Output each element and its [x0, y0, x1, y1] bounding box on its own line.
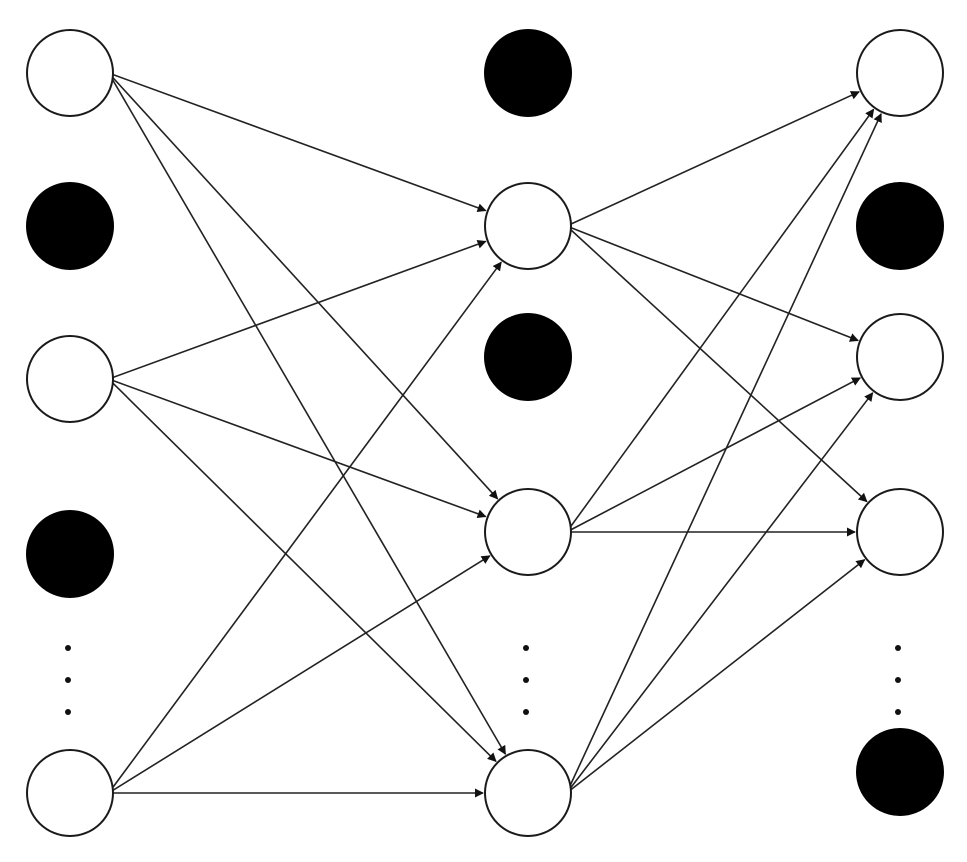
ellipsis-dot [895, 677, 901, 683]
edge-hidden-6-to-output-4 [566, 559, 866, 794]
edge-input-6-to-hidden-2 [108, 261, 502, 794]
edge-hidden-2-to-output-1 [566, 91, 860, 227]
edge-input-3-to-hidden-2 [108, 239, 487, 380]
output-ellipsis [895, 645, 901, 715]
ellipsis-dot [523, 709, 529, 715]
edge-hidden-4-to-output-1 [566, 108, 875, 533]
input-node-6-active [26, 749, 114, 837]
hidden-node-3-dropped [484, 313, 572, 401]
nodes-group [26, 29, 944, 837]
output-node-4-active [856, 488, 944, 576]
ellipsis-dot [65, 645, 71, 651]
ellipsis-dot [65, 677, 71, 683]
output-node-6-dropped [856, 728, 944, 816]
connections-group [108, 72, 882, 798]
edge-hidden-4-to-output-3 [566, 377, 861, 533]
edge-input-6-to-hidden-4 [108, 555, 491, 794]
output-node-1-active [856, 29, 944, 117]
output-node-2-dropped [856, 182, 944, 270]
input-ellipsis [65, 645, 71, 715]
hidden-node-6-active [484, 749, 572, 837]
input-node-3-active [26, 335, 114, 423]
ellipsis-dot [895, 645, 901, 651]
input-node-2-dropped [26, 182, 114, 270]
edge-input-3-to-hidden-4 [108, 378, 487, 519]
hidden-node-4-active [484, 488, 572, 576]
edge-hidden-2-to-output-4 [566, 225, 868, 503]
edge-input-1-to-hidden-4 [108, 72, 499, 500]
ellipsis-dot [65, 709, 71, 715]
ellipsis-dot [523, 677, 529, 683]
input-node-4-dropped [26, 510, 114, 598]
edge-input-1-to-hidden-6 [108, 72, 507, 755]
edge-input-1-to-hidden-2 [108, 72, 487, 213]
edge-hidden-6-to-output-3 [566, 392, 874, 794]
hidden-ellipsis [523, 645, 529, 715]
edge-hidden-2-to-output-3 [566, 225, 859, 342]
hidden-node-2-active [484, 182, 572, 270]
input-node-1-active [26, 29, 114, 117]
ellipsis-dot [523, 645, 529, 651]
hidden-node-1-dropped [484, 29, 572, 117]
output-node-3-active [856, 313, 944, 401]
edge-hidden-6-to-output-1 [565, 112, 882, 794]
ellipsis-dot [895, 709, 901, 715]
edge-input-3-to-hidden-6 [108, 378, 497, 763]
